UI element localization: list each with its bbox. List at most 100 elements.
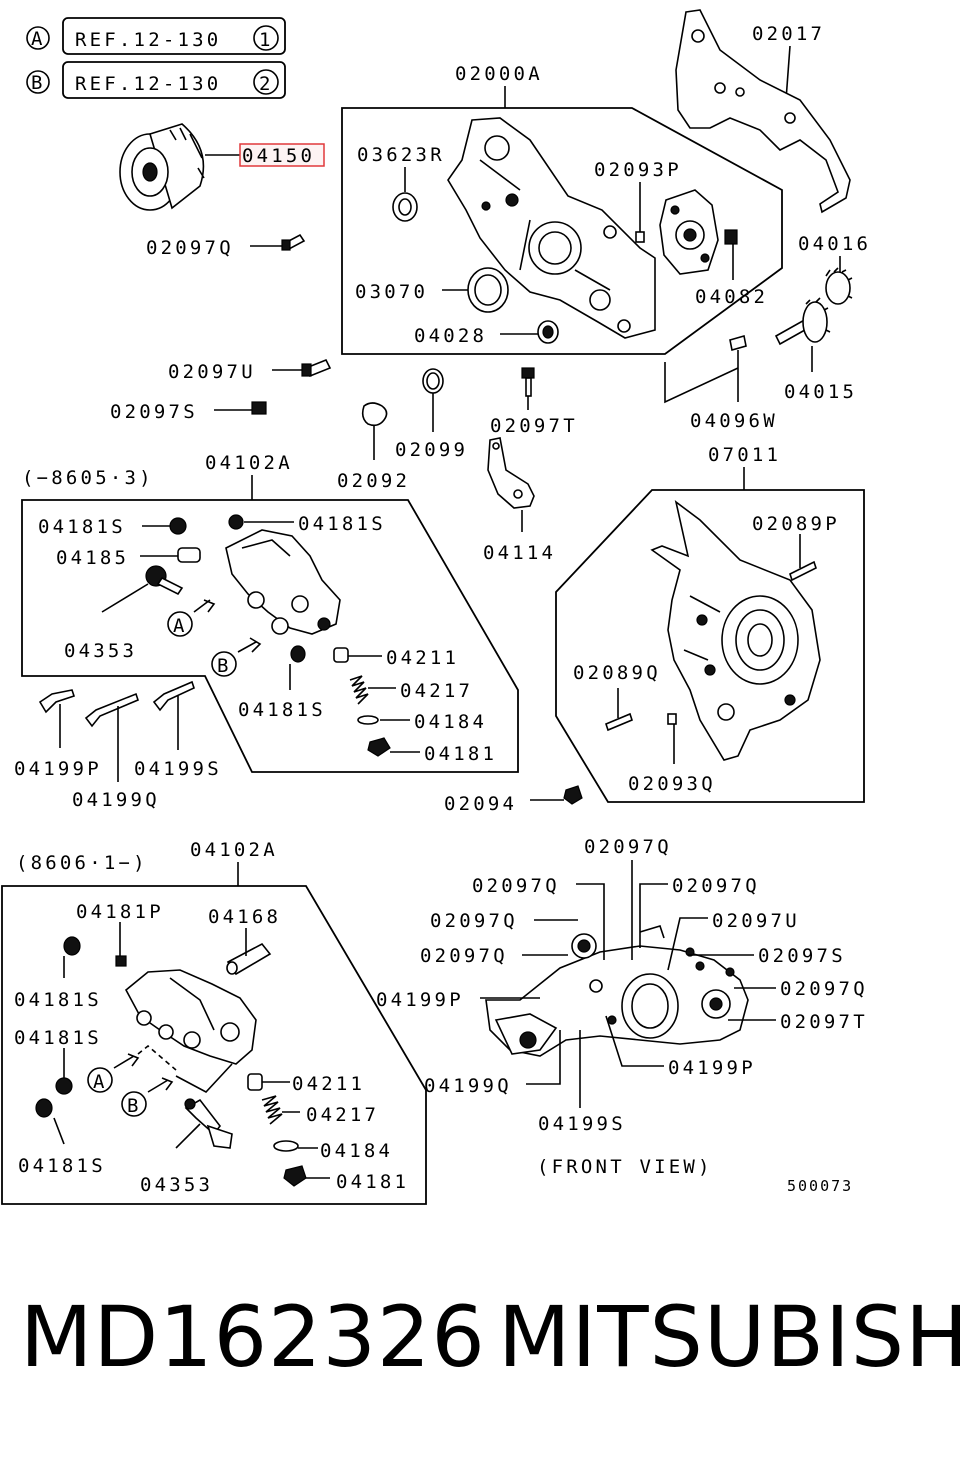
label-front-02097T[interactable]: 02097T — [780, 1011, 868, 1033]
label-04150[interactable]: 04150 — [242, 145, 315, 167]
label-04199Q-early[interactable]: 04199Q — [72, 789, 160, 811]
stud-02089Q[interactable] — [605, 712, 633, 732]
label-04114[interactable]: 04114 — [483, 542, 556, 564]
label-04016[interactable]: 04016 — [798, 233, 871, 255]
bolt-04096W[interactable] — [729, 334, 747, 352]
label-front-04199P-left[interactable]: 04199P — [376, 989, 464, 1011]
gear-04016[interactable] — [825, 267, 853, 305]
oring-03070[interactable] — [467, 267, 509, 313]
spring-04217-late[interactable] — [261, 1095, 283, 1125]
sensor-04353-early[interactable] — [145, 565, 184, 596]
cap-04181S-e[interactable] — [55, 1077, 73, 1095]
label-front-02097Q-left2[interactable]: 02097Q — [430, 910, 518, 932]
label-02097S[interactable]: 02097S — [110, 401, 198, 423]
label-04181S-d[interactable]: 04181S — [14, 989, 102, 1011]
label-02097U[interactable]: 02097U — [168, 361, 256, 383]
sensor-04353-late[interactable] — [184, 1098, 233, 1149]
label-02093Q[interactable]: 02093Q — [628, 773, 716, 795]
plug-04181-late[interactable] — [283, 1165, 307, 1187]
cap-04181S-b[interactable] — [228, 514, 244, 530]
label-04217-late[interactable]: 04217 — [306, 1104, 379, 1126]
ref-box-b[interactable]: B REF.12-130 2 — [26, 61, 286, 99]
label-04181-early[interactable]: 04181 — [424, 743, 497, 765]
label-04211-early[interactable]: 04211 — [386, 647, 459, 669]
label-04211-late[interactable]: 04211 — [292, 1073, 365, 1095]
label-04168[interactable]: 04168 — [208, 906, 281, 928]
pin-02093P[interactable] — [635, 231, 645, 243]
label-front-02097S[interactable]: 02097S — [758, 945, 846, 967]
bolt-02097U[interactable] — [301, 358, 332, 378]
bolt-04199S-early[interactable] — [152, 680, 195, 712]
label-04184-late[interactable]: 04184 — [320, 1140, 393, 1162]
plug-04185[interactable] — [177, 547, 201, 563]
plug-02094[interactable] — [563, 785, 583, 805]
label-front-02097Q-top[interactable]: 02097Q — [584, 836, 672, 858]
label-02092[interactable]: 02092 — [337, 470, 410, 492]
label-04181P[interactable]: 04181P — [76, 901, 164, 923]
label-front-04199S[interactable]: 04199S — [538, 1113, 626, 1135]
snap-ring-02092[interactable] — [361, 402, 388, 427]
label-04015[interactable]: 04015 — [784, 381, 857, 403]
label-02094[interactable]: 02094 — [444, 793, 517, 815]
ref-circle-b-late[interactable]: B — [121, 1063, 233, 1117]
pin-02093Q[interactable] — [667, 713, 677, 725]
label-02089Q[interactable]: 02089Q — [573, 662, 661, 684]
label-front-02097U[interactable]: 02097U — [712, 910, 800, 932]
label-04353-late[interactable]: 04353 — [140, 1174, 213, 1196]
oring-02099[interactable] — [422, 368, 444, 394]
cap-04181S-a[interactable] — [169, 517, 187, 535]
label-04096W[interactable]: 04096W — [690, 410, 778, 432]
label-04181-late[interactable]: 04181 — [336, 1171, 409, 1193]
label-02097T[interactable]: 02097T — [490, 415, 578, 437]
gasket-04114[interactable] — [487, 437, 535, 509]
label-front-02097Q-right1[interactable]: 02097Q — [672, 875, 760, 897]
label-front-04199Q[interactable]: 04199Q — [424, 1075, 512, 1097]
spacer-04211-late[interactable] — [247, 1073, 263, 1091]
cap-04181S-c[interactable] — [290, 645, 306, 663]
label-02000A[interactable]: 02000A — [455, 63, 543, 85]
label-04184-early[interactable]: 04184 — [414, 711, 487, 733]
seal-04028[interactable] — [537, 320, 559, 344]
plug-04082[interactable] — [724, 229, 738, 245]
spring-04217-early[interactable] — [349, 675, 369, 705]
pump-cover-plate[interactable] — [659, 189, 719, 275]
ref-circle-a-early[interactable]: A — [167, 599, 216, 637]
gasket-04184-early[interactable] — [357, 715, 379, 725]
label-04217-early[interactable]: 04217 — [400, 680, 473, 702]
front-case-07011[interactable] — [650, 500, 821, 761]
label-04181S-f[interactable]: 04181S — [18, 1155, 106, 1177]
ref-circle-b-early[interactable]: B — [211, 637, 262, 677]
bolt-02097S[interactable] — [251, 401, 267, 415]
ref-circle-a-late[interactable]: A — [87, 1044, 177, 1093]
pin-04168[interactable] — [226, 942, 272, 976]
label-04199S-early[interactable]: 04199S — [134, 758, 222, 780]
label-front-02097Q-left1[interactable]: 02097Q — [472, 875, 560, 897]
stud-02089P[interactable] — [789, 560, 817, 582]
plug-04181P[interactable] — [115, 955, 127, 967]
bolt-02097T[interactable] — [521, 367, 535, 397]
label-07011[interactable]: 07011 — [708, 444, 781, 466]
label-02099[interactable]: 02099 — [395, 439, 468, 461]
label-04102A-late[interactable]: 04102A — [190, 839, 278, 861]
label-04199P-early[interactable]: 04199P — [14, 758, 102, 780]
bolt-04199P-early[interactable] — [38, 689, 76, 714]
label-02089P[interactable]: 02089P — [752, 513, 840, 535]
label-front-04199P-right[interactable]: 04199P — [668, 1057, 756, 1079]
label-04181S-b[interactable]: 04181S — [298, 513, 386, 535]
spacer-04211-early[interactable] — [333, 647, 349, 663]
label-02017[interactable]: 02017 — [752, 23, 825, 45]
gasket-02017[interactable] — [675, 9, 851, 214]
relief-valve-body-early[interactable] — [225, 529, 341, 635]
gasket-04184-late[interactable] — [273, 1140, 299, 1152]
label-04028[interactable]: 04028 — [414, 325, 487, 347]
label-03623R[interactable]: 03623R — [357, 144, 445, 166]
label-04082[interactable]: 04082 — [695, 286, 768, 308]
label-02097Q[interactable]: 02097Q — [146, 237, 234, 259]
label-04102A-early[interactable]: 04102A — [205, 452, 293, 474]
front-view-assembly[interactable] — [485, 925, 749, 1057]
label-front-02097Q-right2[interactable]: 02097Q — [780, 978, 868, 1000]
relief-valve-body-late[interactable] — [124, 969, 257, 1065]
label-04181S-e[interactable]: 04181S — [14, 1027, 102, 1049]
label-04353-early[interactable]: 04353 — [64, 640, 137, 662]
oil-filter-part[interactable] — [119, 123, 205, 211]
